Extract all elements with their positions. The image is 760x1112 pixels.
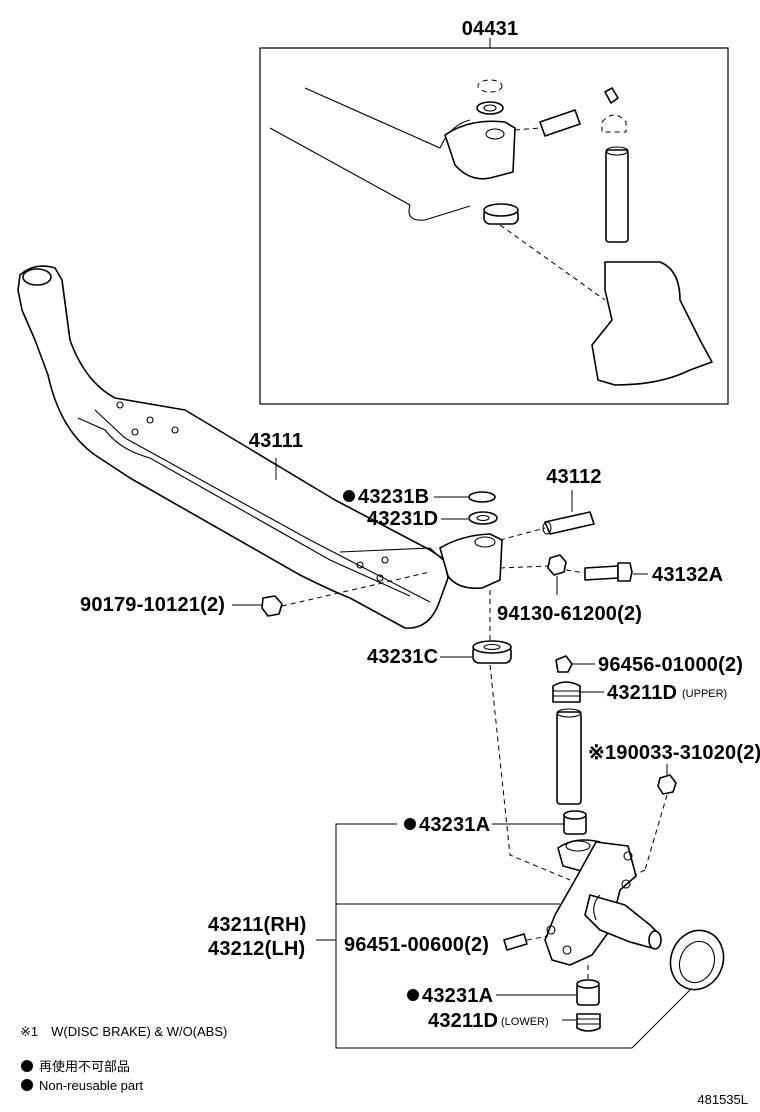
knuckle-rh-label: 43211(RH): [208, 914, 307, 936]
cover-lower: 43211D (LOWER): [428, 1010, 601, 1032]
lock-pin: 43112: [499, 466, 602, 541]
cover-upper-shape: [552, 681, 581, 703]
lock-bolt: 43132A: [565, 562, 723, 586]
lock-bolt-label: 43132A: [652, 564, 723, 586]
stopper-bolt: ※190033-31020(2): [588, 742, 760, 881]
shim-b: 43231B: [343, 486, 496, 508]
lock-pin-shape: [544, 511, 595, 535]
footnote-text: ※1 W(DISC BRAKE) & W/O(ABS): [20, 1024, 227, 1039]
stopper-shape: [657, 774, 677, 795]
king-pin: [556, 708, 582, 805]
grease-fitting-upper: 96456-01000(2): [555, 654, 743, 676]
non-reusable-dot-bushing-lower: [407, 989, 419, 1001]
fitting-lower-shape: [503, 933, 528, 951]
legend-en-text: Non-reusable part: [39, 1078, 143, 1093]
grease-fitting-lower: 96451-00600(2): [344, 933, 549, 956]
shim-b-label: 43231B: [358, 486, 429, 508]
bushing-lower-label: 43231A: [422, 985, 493, 1007]
kit-washer-shape: [476, 101, 504, 115]
nut-label: 94130-61200(2): [497, 603, 642, 625]
non-reusable-dot-shim-b: [343, 490, 355, 502]
steering-knuckle: [544, 839, 662, 966]
bushing-upper: 43231A: [404, 810, 587, 836]
beam-label: 43111: [249, 430, 303, 452]
fitting-lower-label: 96451-00600(2): [344, 934, 489, 956]
cover-upper-note: (UPPER): [682, 688, 727, 700]
axle-beam-shape: [17, 265, 449, 629]
cover-lower-shape: [576, 1013, 601, 1032]
oil-seal: [669, 929, 725, 991]
cover-lower-label: 43211D: [428, 1010, 498, 1032]
cap-nut-shape: [261, 595, 283, 617]
lock-bolt-shape: [584, 565, 619, 581]
axle-beam: [17, 265, 503, 629]
oil-seal-shape: [669, 929, 725, 991]
legend-jp-text: 再使用不可部品: [39, 1059, 130, 1074]
illustration-id: 481535L: [697, 1092, 748, 1107]
bushing-lower: 43231A: [407, 965, 600, 1007]
knuckle-lh-label: 43212(LH): [208, 938, 305, 960]
fitting-upper-shape: [555, 655, 573, 673]
bearing-c-label: 43231C: [367, 646, 438, 668]
fitting-upper-label: 96456-01000(2): [598, 654, 743, 676]
kit-king-pin-shape: [605, 149, 629, 243]
kit-lock-pin-shape: [539, 109, 581, 137]
kit-knuckle-shape: [591, 261, 713, 386]
stopper-label: ※190033-31020(2): [588, 742, 760, 764]
nut: 94130-61200(2): [497, 554, 642, 625]
shim-d-label: 43231D: [367, 508, 438, 530]
legend-dot-jp: [21, 1060, 33, 1072]
cap-nut: 90179-10121(2): [80, 571, 431, 617]
kit-beam-end-shape: [444, 120, 516, 180]
knuckle-bracket: [316, 823, 691, 1049]
kit-box: 04431: [259, 18, 729, 405]
cap-nut-label: 90179-10121(2): [80, 594, 225, 616]
thrust-bearing: 43231C: [367, 590, 571, 881]
king-pin-shape: [556, 711, 582, 805]
beam-end-boss-shape: [439, 533, 503, 590]
cover-upper-label: 43211D: [607, 682, 677, 704]
non-reusable-dot-bushing-upper: [404, 818, 416, 830]
kit-label: 04431: [462, 18, 519, 40]
nut-shape: [547, 554, 567, 576]
cover-upper: 43211D (UPPER): [552, 681, 727, 704]
legend-dot-en: [21, 1079, 33, 1091]
shim-d: 43231D: [367, 508, 498, 530]
bushing-upper-label: 43231A: [419, 814, 490, 836]
cover-lower-note: (LOWER): [501, 1016, 549, 1028]
lock-pin-label: 43112: [546, 466, 602, 488]
